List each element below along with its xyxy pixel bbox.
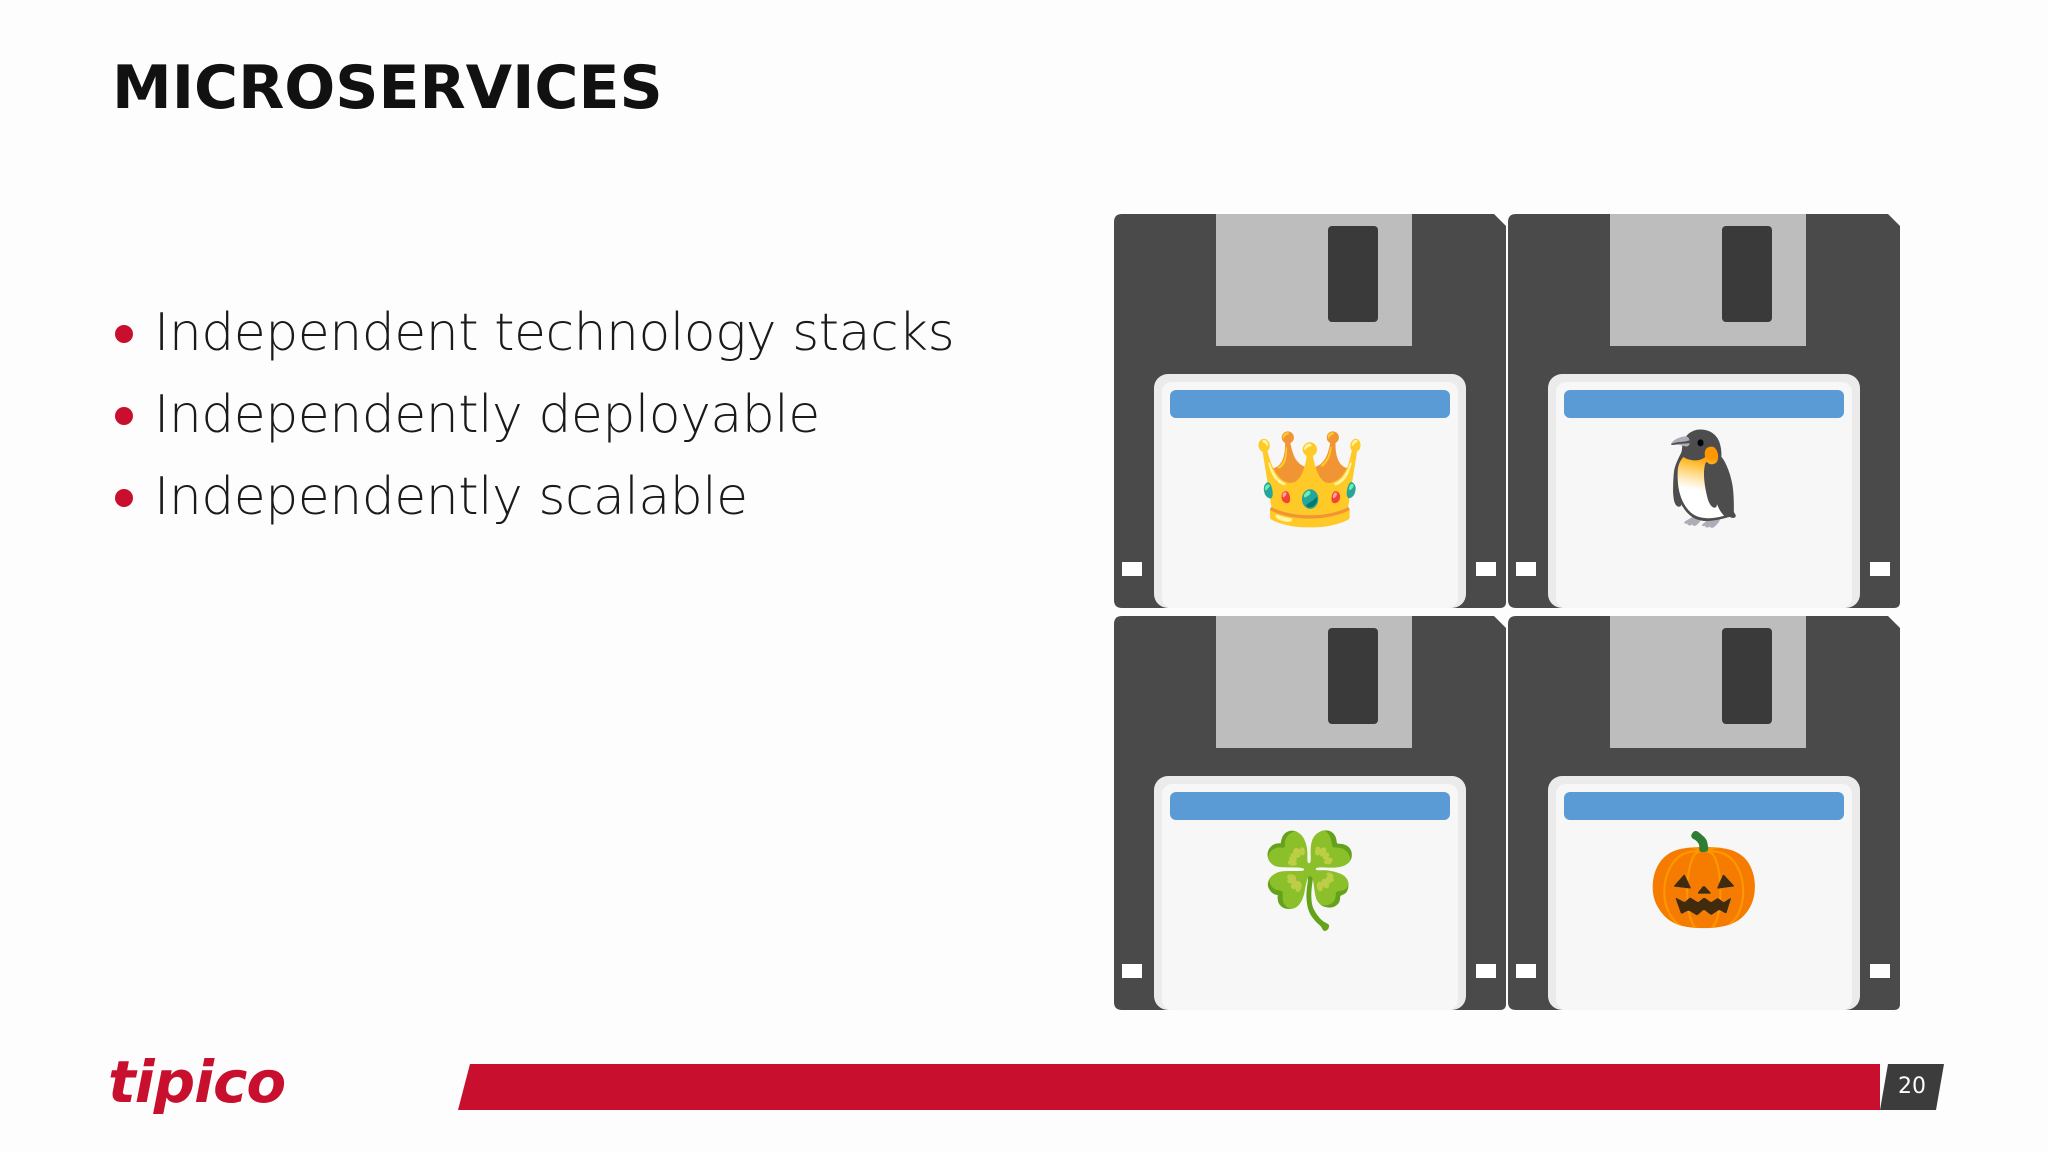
bullet-item: Independently scalable [112, 456, 954, 538]
bullet-dot-icon [115, 407, 133, 425]
four-leaf-clover-icon: 🍀 [1252, 827, 1368, 934]
bullet-text: Independent technology stacks [154, 303, 955, 363]
bullet-list: Independent technology stacks Independen… [112, 292, 955, 538]
floppy-disk-icon: 🎃 [1508, 616, 1900, 1010]
page-number: 20 [1880, 1064, 1944, 1110]
floppy-disk-icon: 🍀 [1114, 616, 1506, 1010]
bullet-text: Independently scalable [154, 467, 748, 527]
slide-title: MICROSERVICES [112, 53, 663, 123]
bullet-dot-icon [115, 489, 133, 507]
floppy-disk-icon: 🐧 [1508, 214, 1900, 608]
floppy-disk-grid: 👑 🐧 [1114, 214, 1900, 1014]
crown-icon: 👑 [1252, 425, 1368, 532]
bullet-dot-icon [115, 325, 133, 343]
tipico-logo-text: tipico [108, 1048, 285, 1116]
penguin-icon: 🐧 [1646, 425, 1762, 532]
tipico-logo: tipico [104, 1040, 314, 1120]
bullet-text: Independently deployable [154, 385, 820, 445]
bullet-item: Independently deployable [112, 374, 954, 456]
bullet-item: Independent technology stacks [112, 292, 955, 374]
footer-bar [458, 1064, 1880, 1110]
jack-o-lantern-icon: 🎃 [1646, 827, 1762, 934]
floppy-disk-icon: 👑 [1114, 214, 1506, 608]
